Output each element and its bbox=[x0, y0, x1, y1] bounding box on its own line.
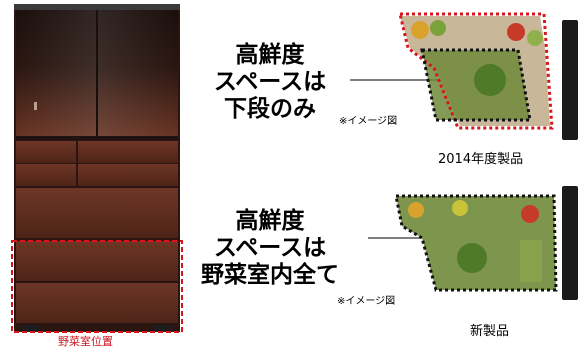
vegetable-room-highlight bbox=[11, 240, 183, 333]
fridge-emblem bbox=[34, 102, 37, 110]
fridge-freezer-drawer bbox=[16, 188, 178, 238]
fridge-small-drawer-left-2 bbox=[16, 164, 76, 186]
fridge-small-drawer-right bbox=[78, 141, 178, 163]
new-headline-line3: 野菜室内全て bbox=[201, 262, 339, 288]
old-door-edge bbox=[562, 20, 578, 140]
fridge-small-drawer-right-2 bbox=[78, 164, 178, 186]
vegetable-room-location-label: 野菜室位置 bbox=[58, 335, 113, 348]
fridge-vegetable-drawer bbox=[16, 241, 178, 281]
old-image-note: ※イメージ図 bbox=[339, 116, 398, 127]
new-freshness-zone bbox=[396, 196, 556, 290]
old-headline-line2: スペースは bbox=[213, 69, 327, 95]
new-model-drawer-illustration bbox=[368, 186, 578, 300]
new-headline-line2: スペースは bbox=[213, 235, 327, 261]
new-image-note: ※イメージ図 bbox=[337, 296, 396, 307]
old-model-caption: 2014年度製品 bbox=[438, 152, 524, 167]
new-door-edge bbox=[562, 186, 578, 300]
old-model-headline: 高鮮度 スペースは 下段のみ bbox=[195, 42, 345, 123]
fridge-foot-right bbox=[154, 325, 172, 331]
fridge-foot-left bbox=[22, 325, 40, 331]
new-freshness-outline bbox=[394, 194, 558, 292]
refrigerator-illustration bbox=[11, 4, 183, 333]
old-freshness-outline bbox=[420, 48, 532, 122]
old-vegetable-icon bbox=[474, 64, 506, 96]
new-model-headline: 高鮮度 スペースは 野菜室内全て bbox=[195, 208, 345, 289]
old-drawer-outline bbox=[398, 12, 554, 130]
fridge-bottom-drawer bbox=[16, 283, 178, 323]
old-headline-line3: 下段のみ bbox=[224, 96, 316, 122]
old-model-drawer-illustration bbox=[350, 12, 578, 140]
old-headline-line1: 高鮮度 bbox=[235, 42, 305, 68]
new-headline-line1: 高鮮度 bbox=[235, 208, 305, 234]
new-model-caption: 新製品 bbox=[470, 324, 510, 339]
fridge-small-drawer-left bbox=[16, 141, 76, 163]
fridge-top-cap bbox=[14, 4, 180, 10]
new-vegetable-icon bbox=[457, 243, 487, 273]
